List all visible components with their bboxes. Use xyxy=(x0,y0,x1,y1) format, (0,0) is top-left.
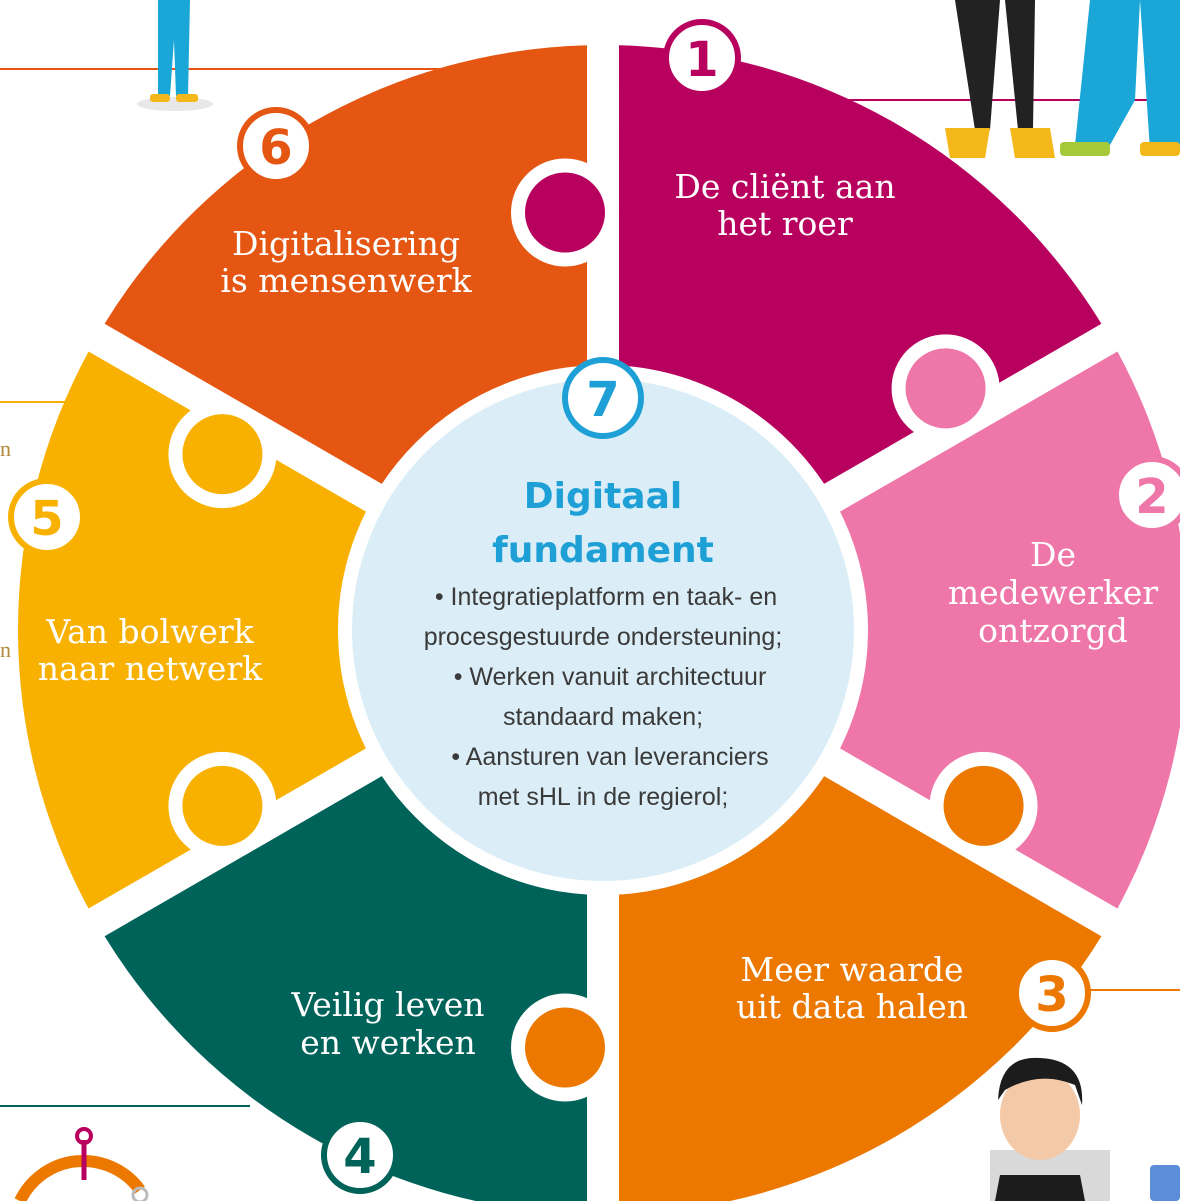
people-illustration-topright xyxy=(945,0,1180,158)
segment-4 xyxy=(104,768,588,1201)
puzzle-knobs xyxy=(168,158,1038,1102)
segment-3 xyxy=(618,768,1102,1201)
segment-labels: De cliënt aan het roer De medewerker ont… xyxy=(38,167,1159,1062)
knob-5 xyxy=(182,765,263,846)
center-bullet-line2: procesgestuurde ondersteuning; xyxy=(424,623,783,651)
badge-4-number: 4 xyxy=(343,1129,376,1185)
knob-2 xyxy=(905,348,986,429)
segment-5-label-line1: Van bolwerk xyxy=(45,612,254,651)
segment-2-label-line1: De xyxy=(1030,535,1076,574)
knob-4 xyxy=(525,1007,605,1088)
segment-3-label-line1: Meer waarde xyxy=(740,950,963,989)
person-illustration-bottomright xyxy=(990,1057,1180,1201)
center-title-line1: Digitaal xyxy=(524,476,682,517)
badge-7-circle xyxy=(562,357,644,439)
side-fragment-1: n xyxy=(0,436,11,461)
segment-2-label-line3: ontzorgd xyxy=(978,611,1128,650)
center-bullet-line1: • Integratieplatform en taak- en xyxy=(435,583,777,611)
icon-illustration-bottomleft xyxy=(14,1127,149,1201)
badge-6-circle xyxy=(237,107,315,185)
badge-5-number: 5 xyxy=(30,491,63,547)
knob-3 xyxy=(943,765,1024,846)
segment-1-label-line1: De cliënt aan xyxy=(674,167,895,206)
badge-2-circle xyxy=(1113,456,1180,534)
badge-4-circle xyxy=(321,1116,399,1194)
segment-2-label-line2: medewerker xyxy=(948,573,1159,612)
center-bullet-line3: • Werken vanuit architectuur xyxy=(454,663,767,691)
segment-6-label-line2: is mensenwerk xyxy=(220,261,472,300)
segment-4-label-line2: en werken xyxy=(300,1023,476,1062)
badge-3-number: 3 xyxy=(1035,967,1068,1023)
badge-1-number: 1 xyxy=(685,32,718,88)
badge-7-number: 7 xyxy=(586,372,619,428)
segment-6-label-line1: Digitalisering xyxy=(232,224,460,263)
center-title-line2: fundament xyxy=(492,530,714,571)
badge-1-circle xyxy=(663,19,741,97)
segment-6 xyxy=(104,45,588,492)
segment-4-label-line1: Veilig leven xyxy=(290,985,484,1024)
knob-6 xyxy=(182,414,263,495)
knob-1 xyxy=(525,172,605,253)
puzzle-segments xyxy=(17,45,1180,1201)
segment-5-label-line2: naar netwerk xyxy=(38,649,263,688)
person-illustration-topleft xyxy=(137,0,213,111)
side-fragment-2: n xyxy=(0,637,11,662)
center-bullet-line6: met sHL in de regierol; xyxy=(478,783,729,811)
center-bullet-line4: standaard maken; xyxy=(503,703,703,731)
segment-2 xyxy=(827,351,1180,909)
badge-2-number: 2 xyxy=(1135,469,1168,525)
number-badges: 1 2 3 4 5 6 xyxy=(8,19,1180,1194)
segment-5 xyxy=(17,351,379,909)
segment-1-label-line2: het roer xyxy=(717,204,853,243)
center-bullet-line5: • Aansturen van leveranciers xyxy=(451,743,768,771)
badge-5-circle xyxy=(8,478,86,556)
badge-3-circle xyxy=(1013,954,1091,1032)
segment-3-label-line2: uit data halen xyxy=(736,987,968,1026)
badge-6-number: 6 xyxy=(259,120,292,176)
